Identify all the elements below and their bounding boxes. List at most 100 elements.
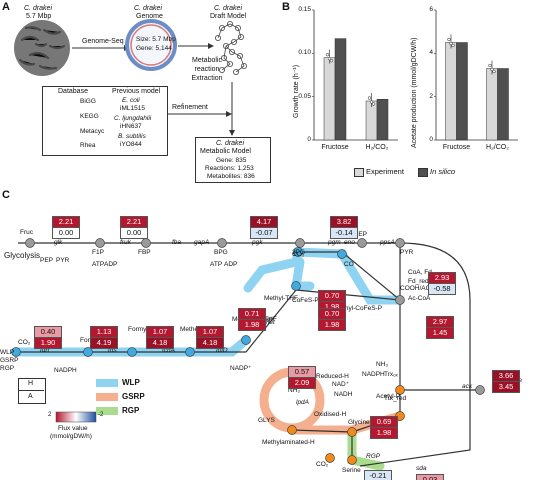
metabolite-node (83, 347, 93, 357)
metabolite-acoa: Ac-CoA (408, 295, 431, 302)
replicate-point (488, 63, 492, 68)
flux-h: 0.40 (34, 326, 62, 337)
glycolysis-label: Glycolysis (4, 251, 41, 260)
metabolite-nadh: NADH (334, 391, 353, 398)
y-tick-label: 4 (429, 49, 433, 57)
flux-box-sda: 0.03 (416, 474, 444, 480)
metabolite-f1p: F1P (92, 249, 104, 256)
legend-experiment-swatch (354, 168, 364, 177)
flux-legend-box (18, 378, 46, 404)
metabolite-node (293, 247, 303, 257)
metabolite-adp: ADP (104, 261, 118, 268)
final-stat-metabolites: Metabolites: 836 (207, 173, 255, 180)
metabolite-methylthf: Methyl-THF (264, 295, 298, 302)
bar-in-silico (334, 38, 347, 141)
prev-model-name: iYO844 (120, 141, 142, 148)
bar-in-silico (376, 99, 389, 141)
flux-a: 2.09 (288, 377, 316, 389)
flux-h: 1.07 (196, 326, 224, 337)
replicate-point (327, 57, 332, 61)
metabolite-acetylp: Acetyl-P (376, 393, 401, 400)
flux-a: 1.98 (370, 427, 398, 439)
replicate-point (325, 53, 330, 57)
enzyme-rgp2: RGP (366, 453, 381, 460)
refinement-label: Refinement (172, 104, 208, 111)
metabolite-rgp: RGP (0, 365, 15, 372)
metabolite-nadph: NADPH (362, 371, 385, 378)
y-tick-label: 0.10 (298, 49, 311, 57)
flux-a: 0.00 (120, 227, 148, 239)
bar-in-silico (456, 42, 468, 141)
metabolite-adp2: ADP (224, 261, 238, 268)
flux-a: 1.98 (318, 319, 346, 331)
legend-gsrp: GSRP (122, 392, 145, 401)
flux-h: 3.82 (330, 216, 358, 227)
flux-box-pgm: 3.82-0.14 (330, 216, 358, 239)
panel-c-letter: C (2, 189, 10, 201)
metabolite-cofesp: CoFeS-P (292, 297, 319, 304)
metabolite-pep2: PEP (40, 257, 54, 264)
metabolite-node (11, 347, 21, 357)
organism-label: C. drakei (24, 5, 53, 12)
flux-h: 0.70 (318, 290, 346, 301)
flux-a: -0.21 (364, 470, 392, 480)
database-metacyc: Metacyc (80, 128, 105, 135)
enzyme-fold: folD (216, 347, 228, 354)
growth-ylabel: Growth rate (h⁻¹) (293, 64, 300, 118)
x-tick-label: H₂/CO₂ (365, 144, 389, 151)
gsrp-swatch (96, 393, 118, 401)
legend-insilico: In silico (430, 167, 456, 176)
legend-rgp: RGP (122, 406, 140, 415)
legend-flux-unit: (mmol/gDW/h) (50, 433, 92, 440)
y-tick-label: 0.05 (298, 92, 311, 100)
flux-box-pgk: 4.17-0.07 (250, 216, 278, 239)
flux-a: 1.98 (238, 319, 266, 331)
metabolite-atp2: ATP (210, 261, 223, 268)
metabolite-cooh: COOH/ACS (400, 285, 435, 292)
genome-sub: Genome (136, 13, 163, 20)
draft-title: C. drakei (214, 5, 243, 12)
metabolite-glycine: Glycine (348, 419, 370, 426)
flux-h: 2.97 (426, 316, 454, 327)
flux-h: 2.21 (52, 216, 80, 227)
metabolite-node (185, 347, 195, 357)
metabolite-nadp: NADP⁺ (230, 365, 252, 372)
metabolite-glys: GLYS (258, 417, 275, 424)
y-tick-label: 6 (429, 6, 433, 13)
legend-a: A (28, 393, 33, 400)
flux-colorbar (55, 411, 97, 423)
metabolite-node (395, 385, 405, 395)
panel-b-letter: B (282, 1, 290, 13)
y-tick-label: 0.15 (298, 6, 311, 13)
genome-title: C. drakei (134, 5, 163, 12)
flux-a: 1.90 (34, 337, 62, 349)
metabolite-node (325, 453, 335, 463)
legend-insilico-swatch (418, 168, 428, 177)
final-stat-reactions: Reactions: 1,253 (205, 165, 254, 172)
replicate-point (492, 69, 496, 74)
flux-h: 1.07 (146, 326, 174, 337)
replicate-point (371, 102, 376, 106)
draft-sub: Draft Model (210, 13, 247, 20)
metabolite-nh3: NH₃ (288, 387, 301, 394)
metabolite-node (291, 281, 301, 291)
final-stat-gene: Gene: 835 (216, 157, 247, 164)
flux-a: -0.14 (330, 227, 358, 239)
metabolite-node (395, 238, 405, 248)
metabolite-trxred: Trx_red (384, 395, 407, 402)
metabolite-co: CO (344, 261, 354, 268)
flux-h: 4.17 (250, 216, 278, 227)
enzyme-pgm: pgm (328, 239, 341, 246)
metabolite-node (141, 238, 151, 248)
flux-box-por: 2.93-0.58 (428, 272, 456, 295)
flux-a: 3.45 (492, 381, 520, 393)
prev-model-name: iML1515 (120, 105, 145, 112)
bar-experiment (486, 68, 498, 141)
prev-model-org: E. coli (122, 97, 140, 104)
metabolite-co2b: CO₂ (292, 251, 305, 258)
